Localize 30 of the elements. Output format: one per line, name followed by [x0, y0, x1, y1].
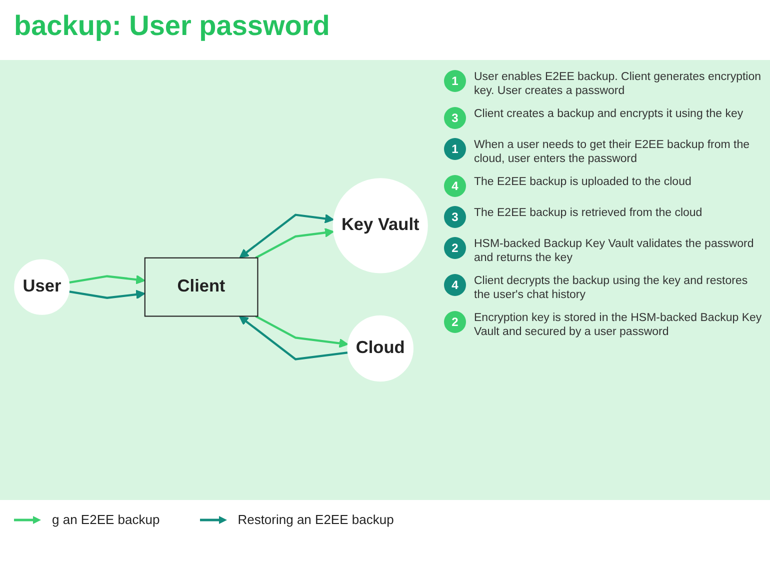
step-note: Client creates a backup and encrypts it using the key — [474, 107, 744, 121]
step-note: HSM-backed Backup Key Vault validates the password and returns the key — [474, 237, 755, 265]
step-badge: 1 — [444, 70, 466, 92]
step-note: The E2EE backup is uploaded to the cloud — [474, 175, 692, 189]
step-note: When a user needs to get their E2EE backup from the cloud, user enters the password — [474, 138, 751, 166]
step-badge: 2 — [444, 311, 466, 333]
step-badge: 3 — [444, 107, 466, 129]
node-circle — [14, 259, 70, 316]
legend-text: Restoring an E2EE backup — [238, 512, 394, 527]
step-note: The E2EE backup is retrieved from the cloud — [474, 206, 702, 220]
arrow — [239, 214, 334, 258]
step-badge: 4 — [444, 274, 466, 296]
legend-text: g an E2EE backup — [52, 512, 160, 527]
arrow — [238, 316, 348, 361]
node-circle — [332, 178, 428, 274]
step-badge: 3 — [444, 206, 466, 228]
step-badge: 4 — [444, 175, 466, 197]
arrow — [255, 315, 348, 348]
arrow — [68, 290, 146, 300]
arrow — [255, 228, 334, 259]
step-badge: 1 — [444, 138, 466, 160]
node-circle — [347, 315, 414, 382]
arrow — [68, 275, 146, 284]
step-badge: 2 — [444, 237, 466, 259]
diagram-background: User Key Vault Client Cloud 1 User enables E2EE backup. Client generates encryption key. User creates a password 3 Client creates a backup and encrypts it using the key 1 When a user needs to get their E2EE backup from the cloud, user enters the password 4 The E2EE backup is uploaded to the cloud 3 The E2EE backup is retrieved from the cloud 2 HSM-backed Backup Key Vault validates the password and returns the key 4 Client decrypts the backup using the key and restores the user's chat history 2 Encryption key is stored in the HSM-backed Backup Key Vault and secured by a user password — [0, 60, 770, 500]
step-note: User enables E2EE backup. Client generates encryption key. User creates a password — [474, 70, 762, 98]
step-note: Client decrypts the backup using the key and restores the user's chat history — [474, 274, 749, 302]
node-box — [144, 258, 258, 317]
step-note: Encryption key is stored in the HSM-backed Backup Key Vault and secured by a user password — [474, 311, 762, 339]
title: backup: User password — [14, 10, 330, 42]
